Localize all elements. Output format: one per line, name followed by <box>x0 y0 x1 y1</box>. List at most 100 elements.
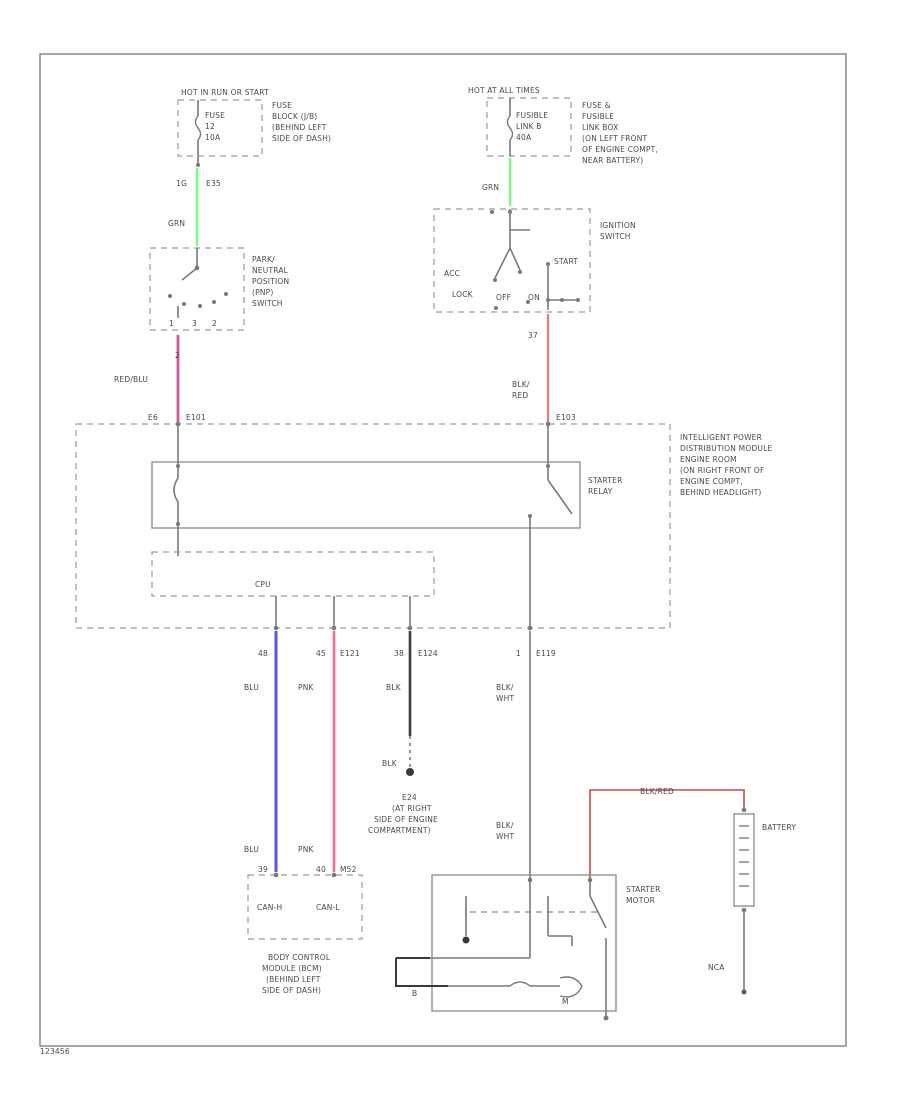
fuse-block-label-3: (BEHIND LEFT <box>272 123 327 132</box>
fuse-number: 12 <box>205 122 215 131</box>
fusible-label-4: (ON LEFT FRONT <box>582 134 648 143</box>
battery-label: BATTERY <box>762 823 796 832</box>
corner-code: 123456 <box>40 1047 70 1056</box>
fusible-label-5: OF ENGINE COMPT, <box>582 145 658 154</box>
wire-blk-wht-bottom-label-1: BLK/ <box>496 821 514 830</box>
starter-motor-label-1: STARTER <box>626 885 661 894</box>
ground-e24-label-1: E24 <box>402 793 417 802</box>
fusible-name-2: LINK B <box>516 122 542 131</box>
ign-pos-start: START <box>554 257 578 266</box>
wire-blk-red-battery <box>589 789 745 880</box>
fusible-label-3: LINK BOX <box>582 123 618 132</box>
ipdm-label-5: ENGINE COMPT, <box>680 477 743 486</box>
ign-pos-acc: ACC <box>444 269 460 278</box>
cpu-box <box>151 551 435 597</box>
ignition-switch: IGNITION SWITCH ACC LOCK OFF ON START <box>433 208 636 313</box>
pnp-label-3: POSITION <box>252 277 289 286</box>
ignition-label-1: IGNITION <box>600 221 636 230</box>
bcm-module: 39 40 M52 CAN-H CAN-L BODY CONTROL MODUL… <box>247 865 363 995</box>
pnp-label-4: (PNP) <box>252 288 274 297</box>
wire-blk-label-2: BLK <box>382 759 398 768</box>
wire-blk-red-label-2: RED <box>512 391 528 400</box>
pnp-label-1: PARK/ <box>252 255 275 264</box>
pnp-pin-1: 1 <box>169 319 174 328</box>
ground-nca-label: NCA <box>708 963 725 972</box>
motor-b-label: B <box>412 989 417 998</box>
wire-blk-wht-label-2: WHT <box>496 694 514 703</box>
bcm-label-3: (BEHIND LEFT <box>266 975 321 984</box>
wire-blk-label: BLK <box>386 683 402 692</box>
fusible-rating: 40A <box>516 133 532 142</box>
ipdm-label-4: (ON RIGHT FRONT OF <box>680 466 765 475</box>
fuse-block-box <box>177 99 263 157</box>
starter-relay-label-2: RELAY <box>588 487 613 496</box>
conn-e119: E119 <box>536 649 556 658</box>
ignition-label-2: SWITCH <box>600 232 631 241</box>
pin-45: 45 <box>316 649 326 658</box>
ipdm-conn-e103: E103 <box>556 413 576 422</box>
ignition-switch-box <box>433 208 591 313</box>
wire-grn-left-label: GRN <box>168 219 185 228</box>
ipdm-box <box>75 423 671 629</box>
wire-blk-red-battery-label: BLK/RED <box>640 787 674 796</box>
fusible-link-box: HOT AT ALL TIMES FUSIBLE LINK B 40A FUSE… <box>468 86 658 165</box>
conn-e121: E121 <box>340 649 360 658</box>
battery: BATTERY NCA <box>708 807 796 995</box>
pin-37: 37 <box>528 331 538 340</box>
fuse-block-label-1: FUSE <box>272 101 292 110</box>
bcm-label-1: BODY CONTROL <box>268 953 331 962</box>
wire-blk-wht-bottom-label-2: WHT <box>496 832 514 841</box>
bcm-pin-40: 40 <box>316 865 326 874</box>
conn-e124: E124 <box>418 649 438 658</box>
pin-1: 1 <box>516 649 521 658</box>
fusible-label-1: FUSE & <box>582 101 611 110</box>
fuse-block-label-4: SIDE OF DASH) <box>272 134 331 143</box>
pin-48: 48 <box>258 649 268 658</box>
ground-e24-label-2: (AT RIGHT <box>392 804 432 813</box>
starter-motor: M B STARTER MOTOR <box>395 874 661 1021</box>
hot-in-run-label: HOT IN RUN OR START <box>181 88 269 97</box>
wire-pnk-label-bottom: PNK <box>298 845 315 854</box>
ign-pos-lock: LOCK <box>452 290 474 299</box>
fusible-name-1: FUSIBLE <box>516 111 548 120</box>
ipdm-label-3: ENGINE ROOM <box>680 455 737 464</box>
motor-armature-icon <box>559 976 583 998</box>
bcm-label-2: MODULE (BCM) <box>262 964 322 973</box>
fusible-label-6: NEAR BATTERY) <box>582 156 643 165</box>
fuse-name: FUSE <box>205 111 225 120</box>
pnp-label-2: NEUTRAL <box>252 266 289 275</box>
ipdm-label-1: INTELLIGENT POWER <box>680 433 762 442</box>
wire-grn-right-label: GRN <box>482 183 499 192</box>
bcm-can-h: CAN-H <box>257 903 282 912</box>
ground-nca-icon <box>741 989 747 995</box>
bcm-pin-39: 39 <box>258 865 268 874</box>
hot-at-all-times-label: HOT AT ALL TIMES <box>468 86 540 95</box>
fuse-icon <box>194 115 202 141</box>
ground-e24-icon <box>406 768 414 776</box>
battery-box <box>733 813 755 907</box>
pnp-pin-out: 2 <box>175 351 180 360</box>
starter-motor-label-2: MOTOR <box>626 896 655 905</box>
ground-e24-label-4: COMPARTMENT) <box>368 826 431 835</box>
wire-blu-label-bottom: BLU <box>244 845 259 854</box>
fusible-link-icon <box>506 115 514 141</box>
ipdm-label-6: BEHIND HEADLIGHT) <box>680 488 762 497</box>
starter-motor-box <box>431 874 617 1012</box>
fusible-link-dash-box <box>486 97 572 157</box>
ipdm-conn-e101: E101 <box>186 413 206 422</box>
ign-pos-on: ON <box>528 293 540 302</box>
cpu-label: CPU <box>255 580 271 589</box>
conn-e35: E35 <box>206 179 221 188</box>
ipdm-conn-e6: E6 <box>148 413 158 422</box>
ipdm-module: E6 E101 E103 INTELLIGENT POWER DISTRIBUT… <box>75 413 772 629</box>
motor-m-label: M <box>562 997 569 1006</box>
wire-blk-wht-label-1: BLK/ <box>496 683 514 692</box>
bcm-pin-m52: M52 <box>340 865 357 874</box>
pnp-label-5: SWITCH <box>252 299 283 308</box>
conn-1g: 1G <box>176 179 187 188</box>
ground-e24-label-3: SIDE OF ENGINE <box>374 815 438 824</box>
bcm-can-l: CAN-L <box>316 903 340 912</box>
wire-red-blu-label: RED/BLU <box>114 375 148 384</box>
bcm-label-4: SIDE OF DASH) <box>262 986 321 995</box>
